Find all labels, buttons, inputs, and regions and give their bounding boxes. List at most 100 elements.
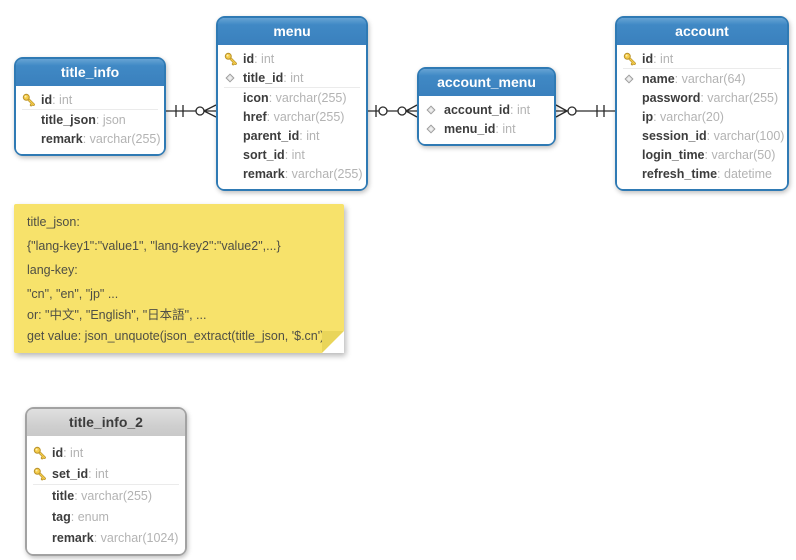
field-type: : varchar(255) [266,109,345,124]
field-row-ip[interactable]: ip: varchar(20) [623,107,781,126]
field-row-menu_id[interactable]: menu_id: int [425,119,548,138]
field-type: : varchar(100) [706,128,785,143]
field-name: id [642,51,654,66]
field-type: : varchar(64) [674,71,746,86]
field-type: : int [63,445,84,460]
table-title: title_info_2 [69,414,143,430]
field-name: ip [642,109,654,124]
field-row-set_id[interactable]: set_id: int [33,463,179,485]
table-header-account[interactable]: account [617,18,787,45]
field-name: account_id [444,102,510,117]
field-name: name [642,71,675,86]
field-row-parent_id[interactable]: parent_id: int [224,126,360,145]
table-header-title_info[interactable]: title_info [16,59,164,86]
field-type: : int [254,51,275,66]
field-name: login_time [642,147,705,162]
field-name: id [41,92,53,107]
table-title: menu [273,23,311,39]
field-type: : json [95,112,126,127]
field-row-tag[interactable]: tag: enum [33,506,179,527]
field-row-account_id[interactable]: account_id: int [425,100,548,119]
relationship-account_menu-account[interactable] [555,104,615,118]
field-name: remark [52,530,94,545]
field-type: : varchar(255) [82,131,161,146]
field-row-sort_id[interactable]: sort_id: int [224,145,360,164]
field-name: title_json [41,112,96,127]
table-title: account_menu [437,74,536,90]
foreign-key-diamond-icon [425,123,444,135]
field-row-session_id[interactable]: session_id: varchar(100) [623,126,784,145]
field-type: : int [510,102,531,117]
field-row-title_json[interactable]: title_json: json [22,110,158,129]
field-row-password[interactable]: password: varchar(255) [623,88,781,107]
field-row-id[interactable]: id: int [623,49,781,69]
field-name: remark [41,131,83,146]
note-line: or: "中文", "English", "日本語", ... [27,308,207,322]
table-header-account_menu[interactable]: account_menu [419,69,554,96]
note-line: get value: json_unquote(json_extract(tit… [27,329,325,343]
note-text: title_json:{"lang-key1":"value1", "lang-… [27,215,332,344]
table-title: title_info [60,64,120,80]
field-row-remark[interactable]: remark: varchar(1024) [33,527,179,548]
field-name: session_id [642,128,707,143]
primary-key-icon [33,467,52,481]
note-fold-corner-icon [322,331,344,353]
field-name: remark [243,166,285,181]
foreign-key-diamond-icon [224,72,243,84]
field-name: icon [243,90,269,105]
note-line: lang-key: [27,263,78,277]
relationship-title_info-menu[interactable] [166,104,217,118]
field-row-id[interactable]: id: int [33,442,179,463]
primary-key-icon [22,93,41,107]
field-row-remark[interactable]: remark: varchar(255) [22,129,161,148]
field-name: title_id [243,70,284,85]
field-type: : varchar(1024) [93,530,179,545]
field-type: : int [283,70,304,85]
field-name: href [243,109,267,124]
field-name: password [642,90,701,105]
field-row-icon[interactable]: icon: varchar(255) [224,88,360,107]
field-row-href[interactable]: href: varchar(255) [224,107,360,126]
field-name: set_id [52,466,89,481]
field-row-id[interactable]: id: int [224,49,360,68]
field-row-remark[interactable]: remark: varchar(255) [224,164,363,183]
primary-key-icon [224,52,243,66]
field-type: : varchar(20) [653,109,724,124]
field-type: : enum [70,509,109,524]
field-row-title_id[interactable]: title_id: int [224,68,360,88]
field-row-name[interactable]: name: varchar(64) [623,69,781,88]
table-header-title_info_2[interactable]: title_info_2 [27,409,185,438]
field-type: : int [284,147,305,162]
field-name: refresh_time [642,166,718,181]
foreign-key-diamond-icon [425,104,444,116]
note-line: {"lang-key1":"value1", "lang-key2":"valu… [27,239,281,253]
note-title-json[interactable]: title_json:{"lang-key1":"value1", "lang-… [14,204,344,353]
field-name: tag [52,509,71,524]
field-type: : int [653,51,674,66]
field-row-id[interactable]: id: int [22,90,158,110]
field-name: sort_id [243,147,285,162]
field-type: : int [495,121,516,136]
note-line: "cn", "en", "jp" ... [27,287,119,301]
field-type: : int [52,92,73,107]
primary-key-icon [33,446,52,460]
field-row-title[interactable]: title: varchar(255) [33,485,179,506]
field-type: : varchar(255) [284,166,363,181]
table-header-menu[interactable]: menu [218,18,366,45]
field-row-login_time[interactable]: login_time: varchar(50) [623,145,781,164]
field-row-refresh_time[interactable]: refresh_time: datetime [623,164,781,183]
field-type: : datetime [717,166,772,181]
field-type: : int [88,466,109,481]
relationship-menu-account_menu[interactable] [368,104,418,118]
